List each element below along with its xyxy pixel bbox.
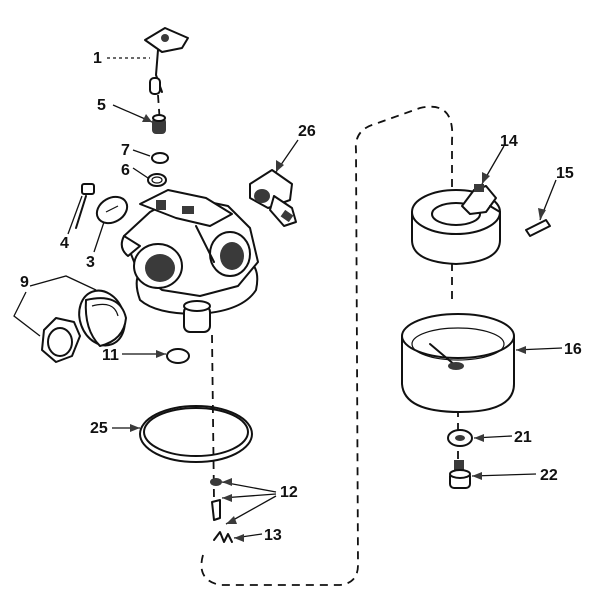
label-part-21: 21 xyxy=(514,429,532,446)
label-part-9: 9 xyxy=(20,274,29,291)
carburetor-body xyxy=(120,189,259,333)
part-6-washer xyxy=(147,173,167,187)
label-part-3: 3 xyxy=(86,254,95,271)
label-part-12: 12 xyxy=(280,484,298,501)
arrowheads xyxy=(130,114,546,542)
part-16-float-bowl xyxy=(401,313,515,413)
part-12-pins xyxy=(210,478,222,521)
label-part-6: 6 xyxy=(121,162,130,179)
part-13-spring xyxy=(213,531,233,543)
part-25-bowl-gasket xyxy=(139,405,253,463)
label-part-22: 22 xyxy=(540,467,558,484)
part-3-disc xyxy=(95,195,129,225)
part-22-bowl-nut xyxy=(449,460,471,489)
part-7-washer xyxy=(151,152,169,164)
label-part-4: 4 xyxy=(60,235,69,252)
label-part-1: 1 xyxy=(93,50,102,67)
part-9-primer-assembly xyxy=(41,289,127,363)
part-21-washer xyxy=(447,429,473,447)
label-part-14: 14 xyxy=(500,133,518,150)
label-part-25: 25 xyxy=(90,420,108,437)
label-part-13: 13 xyxy=(264,527,282,544)
part-11-gasket xyxy=(166,348,190,364)
part-26-fitting xyxy=(249,169,297,227)
part-5-nozzle xyxy=(152,114,166,134)
label-part-11: 11 xyxy=(102,347,119,364)
part-15-pin xyxy=(525,219,551,237)
top-dashed-line xyxy=(157,94,161,125)
center-dashed-line xyxy=(211,334,215,501)
label-part-7: 7 xyxy=(121,142,130,159)
part-1-float-needle xyxy=(144,27,189,95)
assembly-dashed-line xyxy=(200,105,454,586)
part-14-float xyxy=(411,184,501,265)
label-part-15: 15 xyxy=(556,165,574,182)
label-part-26: 26 xyxy=(298,123,316,140)
label-part-5: 5 xyxy=(97,97,106,114)
part-4-screw xyxy=(75,183,95,229)
label-part-16: 16 xyxy=(564,341,582,358)
